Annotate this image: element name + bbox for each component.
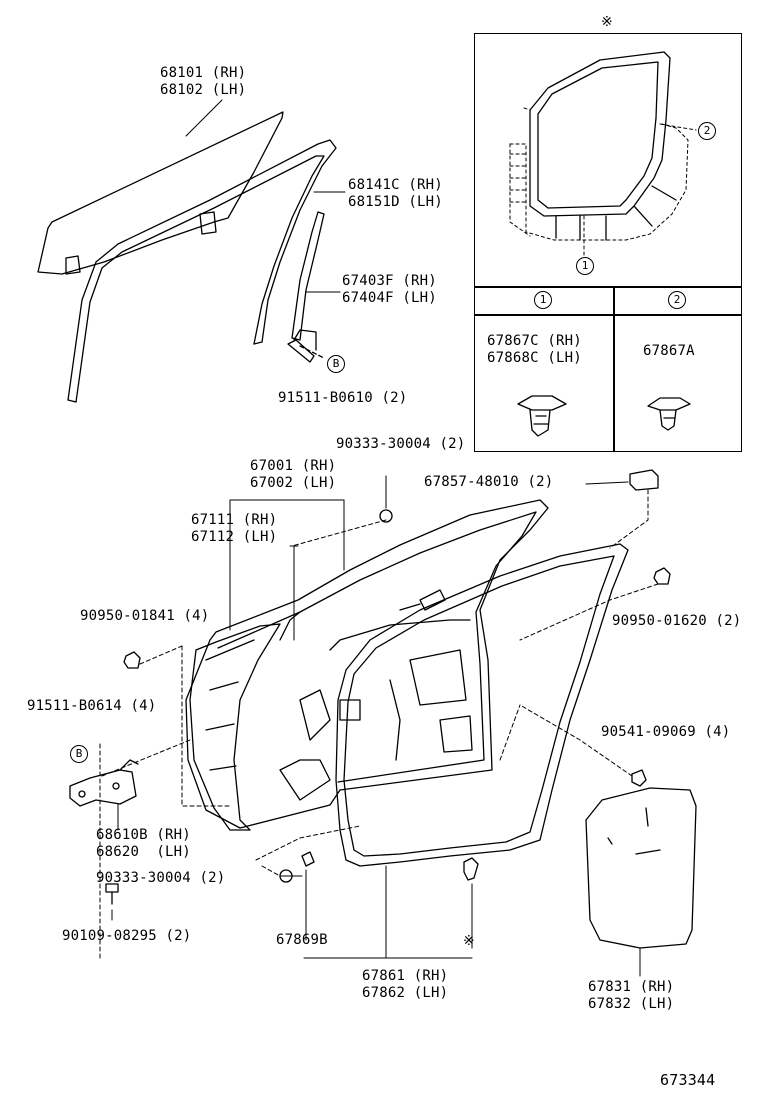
label-bolt-b-top: 91511-B0610 (2) — [278, 390, 408, 406]
bolt-b-top-leader — [299, 345, 325, 359]
label-division-bar: 67403F (RH) 67404F (LH) — [342, 273, 437, 306]
label-outer-panel: 67111 (RH) 67112 (LH) — [191, 512, 278, 545]
diagram-id: 673344 — [660, 1071, 716, 1089]
label-door-glass: 68101 (RH) 68102 (LH) — [160, 65, 247, 98]
hardware-nut-right — [653, 567, 671, 585]
hardware-clip-small — [301, 851, 315, 867]
hardware-plug-top — [379, 509, 393, 523]
label-plug-top: 90333-30004 (2) — [336, 436, 466, 452]
inset-header-2: 2 — [668, 291, 686, 309]
label-weatherstrip: 67861 (RH) 67862 (LH) — [362, 968, 449, 1001]
inset-box — [474, 33, 742, 452]
label-plug-bottom: 90333-30004 (2) — [96, 870, 226, 886]
label-nut-left: 90950-01841 (4) — [80, 608, 210, 624]
door-weatherstrip — [335, 543, 629, 867]
dashed-guides — [99, 489, 659, 961]
label-hinge: 68610B (RH) 68620 (LH) — [96, 827, 191, 860]
label-door-panel: 67001 (RH) 67002 (LH) — [250, 458, 337, 491]
door-hinge — [69, 759, 139, 807]
marker-bottom: ※ — [463, 933, 475, 949]
inset-callout-1: 1 — [576, 257, 594, 275]
label-clip-right: 90541-09069 (4) — [601, 724, 731, 740]
inset-divider-h2 — [474, 314, 742, 316]
inset-divider-v — [613, 286, 615, 452]
inset-callout-2: 2 — [698, 122, 716, 140]
hardware-cushion — [629, 469, 659, 491]
label-glass-run-channel: 68141C (RH) 68151D (LH) — [348, 177, 443, 210]
hardware-clip-right — [631, 769, 647, 787]
inset-marker: ※ — [601, 14, 613, 30]
service-hole-cover — [585, 787, 697, 949]
hardware-nut-left — [123, 651, 141, 669]
label-clip-small: 67869B — [276, 932, 328, 948]
division-bar — [287, 211, 325, 363]
label-nut-right: 90950-01620 (2) — [612, 613, 742, 629]
door-glass — [37, 111, 284, 275]
ref-b-top: B — [327, 355, 345, 373]
inset-clip-1-drawing — [517, 395, 567, 437]
label-service-cover: 67831 (RH) 67832 (LH) — [588, 979, 675, 1012]
leaders-top — [185, 99, 346, 293]
inset-divider-h1 — [474, 286, 742, 288]
inset-clip-2-drawing — [647, 397, 691, 431]
inset-weatherstrip-drawing — [509, 51, 697, 257]
ref-b-left: B — [70, 745, 88, 763]
label-bolt-bottom: 90109-08295 (2) — [62, 928, 192, 944]
inset-header-1: 1 — [534, 291, 552, 309]
label-cushion: 67857-48010 (2) — [424, 474, 554, 490]
hardware-clip-weatherstrip — [463, 857, 479, 881]
label-bolt-b-left: 91511-B0614 (4) — [27, 698, 157, 714]
leaders-bottom — [111, 475, 641, 977]
inset-clip-1-part: 67867C (RH) 67868C (LH) — [487, 333, 582, 366]
door-inner-panel — [185, 499, 549, 829]
inset-clip-2-part: 67867A — [643, 343, 695, 359]
door-outer-panel — [189, 623, 281, 831]
hardware-bolt-bottom — [105, 883, 119, 905]
glass-run-channel — [67, 139, 337, 403]
